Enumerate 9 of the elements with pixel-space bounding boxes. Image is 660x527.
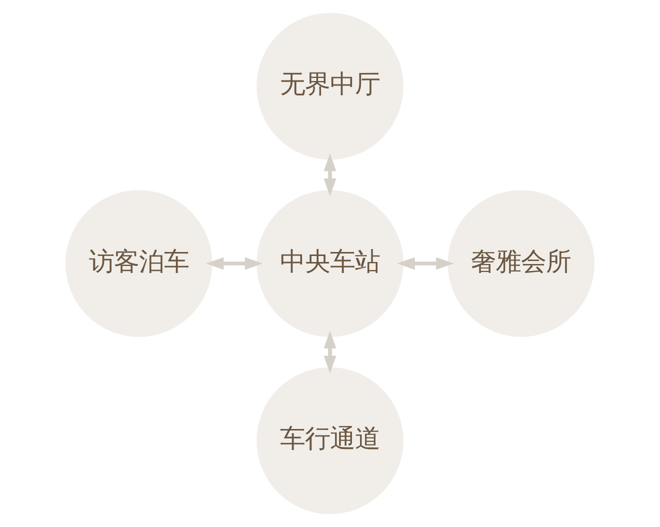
node-circle: 中央车站	[256, 190, 404, 337]
arrow	[397, 257, 454, 270]
arrow	[324, 153, 336, 196]
arrow	[206, 257, 263, 270]
node-circle: 无界中厅	[256, 12, 404, 160]
node-circle: 奢雅会所	[448, 190, 595, 337]
arrow	[324, 330, 336, 374]
node-circle: 车行通道	[256, 367, 404, 514]
node-circle: 访客泊车	[65, 190, 212, 337]
